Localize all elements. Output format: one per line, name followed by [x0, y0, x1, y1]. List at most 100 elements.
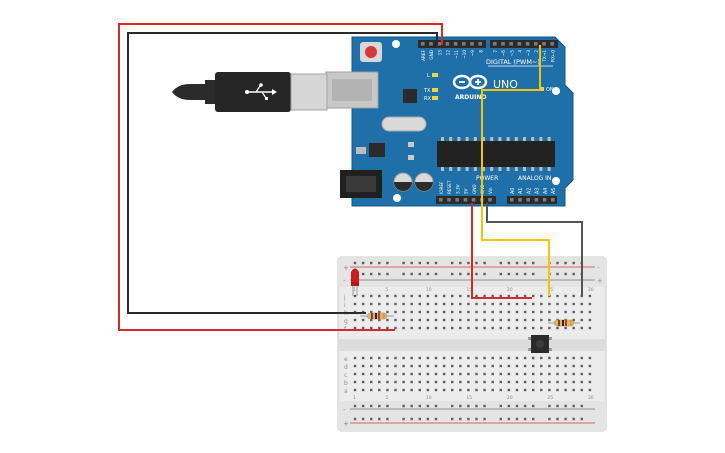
rail-hole[interactable]: [459, 417, 462, 421]
rail-hole[interactable]: [515, 272, 519, 276]
breadboard-hole[interactable]: [540, 388, 543, 392]
rail-hole[interactable]: [378, 417, 381, 421]
rail-hole[interactable]: [532, 404, 535, 408]
rail-hole[interactable]: [572, 404, 575, 408]
breadboard-hole[interactable]: [483, 388, 486, 392]
breadboard-hole[interactable]: [499, 388, 502, 392]
header-pin[interactable]: [463, 198, 468, 202]
breadboard-hole[interactable]: [475, 356, 478, 360]
breadboard-hole[interactable]: [491, 326, 494, 330]
breadboard-hole[interactable]: [588, 326, 592, 330]
rail-hole[interactable]: [572, 272, 575, 276]
breadboard-hole[interactable]: [572, 294, 575, 298]
rail-hole[interactable]: [353, 261, 357, 265]
breadboard-hole[interactable]: [540, 294, 543, 298]
breadboard-hole[interactable]: [532, 380, 535, 384]
rail-hole[interactable]: [370, 404, 373, 408]
header-pin[interactable]: [542, 198, 547, 202]
header-pin[interactable]: [437, 42, 441, 46]
breadboard-hole[interactable]: [402, 388, 405, 392]
breadboard-hole[interactable]: [426, 356, 430, 360]
breadboard-hole[interactable]: [467, 380, 470, 384]
header-pin[interactable]: [550, 42, 554, 46]
breadboard-hole[interactable]: [515, 302, 519, 306]
resistor-1[interactable]: [360, 312, 394, 320]
breadboard-hole[interactable]: [475, 372, 478, 376]
breadboard-hole[interactable]: [548, 356, 551, 360]
breadboard-hole[interactable]: [523, 310, 527, 314]
rail-hole[interactable]: [418, 417, 421, 421]
breadboard-hole[interactable]: [442, 380, 446, 384]
breadboard-hole[interactable]: [434, 356, 438, 360]
breadboard-hole[interactable]: [451, 302, 454, 306]
breadboard-hole[interactable]: [459, 356, 462, 360]
breadboard-hole[interactable]: [588, 364, 592, 368]
rail-hole[interactable]: [434, 261, 438, 265]
breadboard-hole[interactable]: [564, 310, 567, 314]
breadboard-hole[interactable]: [402, 318, 405, 322]
breadboard-hole[interactable]: [361, 380, 365, 384]
breadboard-hole[interactable]: [394, 310, 397, 314]
breadboard-hole[interactable]: [378, 318, 381, 322]
breadboard-hole[interactable]: [483, 380, 486, 384]
rail-hole[interactable]: [361, 261, 365, 265]
breadboard-hole[interactable]: [418, 388, 421, 392]
breadboard-hole[interactable]: [434, 310, 438, 314]
breadboard-hole[interactable]: [459, 372, 462, 376]
breadboard-hole[interactable]: [402, 326, 405, 330]
breadboard-hole[interactable]: [370, 372, 373, 376]
header-pin[interactable]: [470, 42, 474, 46]
breadboard-hole[interactable]: [515, 326, 519, 330]
breadboard-hole[interactable]: [507, 310, 511, 314]
breadboard-hole[interactable]: [418, 356, 421, 360]
breadboard-hole[interactable]: [540, 372, 543, 376]
rail-hole[interactable]: [572, 417, 575, 421]
header-pin[interactable]: [518, 198, 522, 202]
breadboard-hole[interactable]: [499, 302, 502, 306]
breadboard-hole[interactable]: [361, 294, 365, 298]
breadboard-hole[interactable]: [540, 364, 543, 368]
breadboard-hole[interactable]: [548, 302, 551, 306]
breadboard-hole[interactable]: [451, 310, 454, 314]
breadboard-hole[interactable]: [459, 364, 462, 368]
breadboard-hole[interactable]: [418, 310, 421, 314]
breadboard-hole[interactable]: [467, 302, 470, 306]
breadboard-hole[interactable]: [434, 318, 438, 322]
breadboard-hole[interactable]: [353, 364, 357, 368]
breadboard-hole[interactable]: [370, 294, 373, 298]
rail-hole[interactable]: [499, 261, 502, 265]
breadboard-hole[interactable]: [580, 318, 583, 322]
breadboard-hole[interactable]: [564, 356, 567, 360]
rail-hole[interactable]: [386, 272, 389, 276]
breadboard-hole[interactable]: [378, 302, 381, 306]
breadboard-hole[interactable]: [580, 380, 583, 384]
breadboard-hole[interactable]: [394, 380, 397, 384]
rail-hole[interactable]: [499, 272, 502, 276]
breadboard-hole[interactable]: [426, 388, 430, 392]
breadboard-hole[interactable]: [588, 372, 592, 376]
rail-hole[interactable]: [556, 272, 559, 276]
rail-hole[interactable]: [507, 272, 511, 276]
rail-hole[interactable]: [523, 404, 527, 408]
breadboard-hole[interactable]: [548, 372, 551, 376]
rail-hole[interactable]: [418, 272, 421, 276]
breadboard-hole[interactable]: [548, 326, 551, 330]
breadboard-hole[interactable]: [491, 380, 494, 384]
breadboard-hole[interactable]: [370, 326, 373, 330]
header-pin[interactable]: [447, 198, 451, 202]
breadboard-hole[interactable]: [361, 318, 365, 322]
breadboard-hole[interactable]: [475, 380, 478, 384]
breadboard-hole[interactable]: [459, 388, 462, 392]
breadboard-hole[interactable]: [523, 302, 527, 306]
breadboard-hole[interactable]: [353, 294, 357, 298]
breadboard-hole[interactable]: [361, 372, 365, 376]
breadboard-hole[interactable]: [467, 388, 470, 392]
breadboard-hole[interactable]: [426, 380, 430, 384]
breadboard-hole[interactable]: [361, 302, 365, 306]
breadboard-hole[interactable]: [418, 326, 421, 330]
rail-hole[interactable]: [532, 272, 535, 276]
breadboard-hole[interactable]: [556, 310, 559, 314]
reset-button-cap[interactable]: [365, 46, 377, 58]
header-pin[interactable]: [551, 198, 555, 202]
breadboard-hole[interactable]: [532, 364, 535, 368]
